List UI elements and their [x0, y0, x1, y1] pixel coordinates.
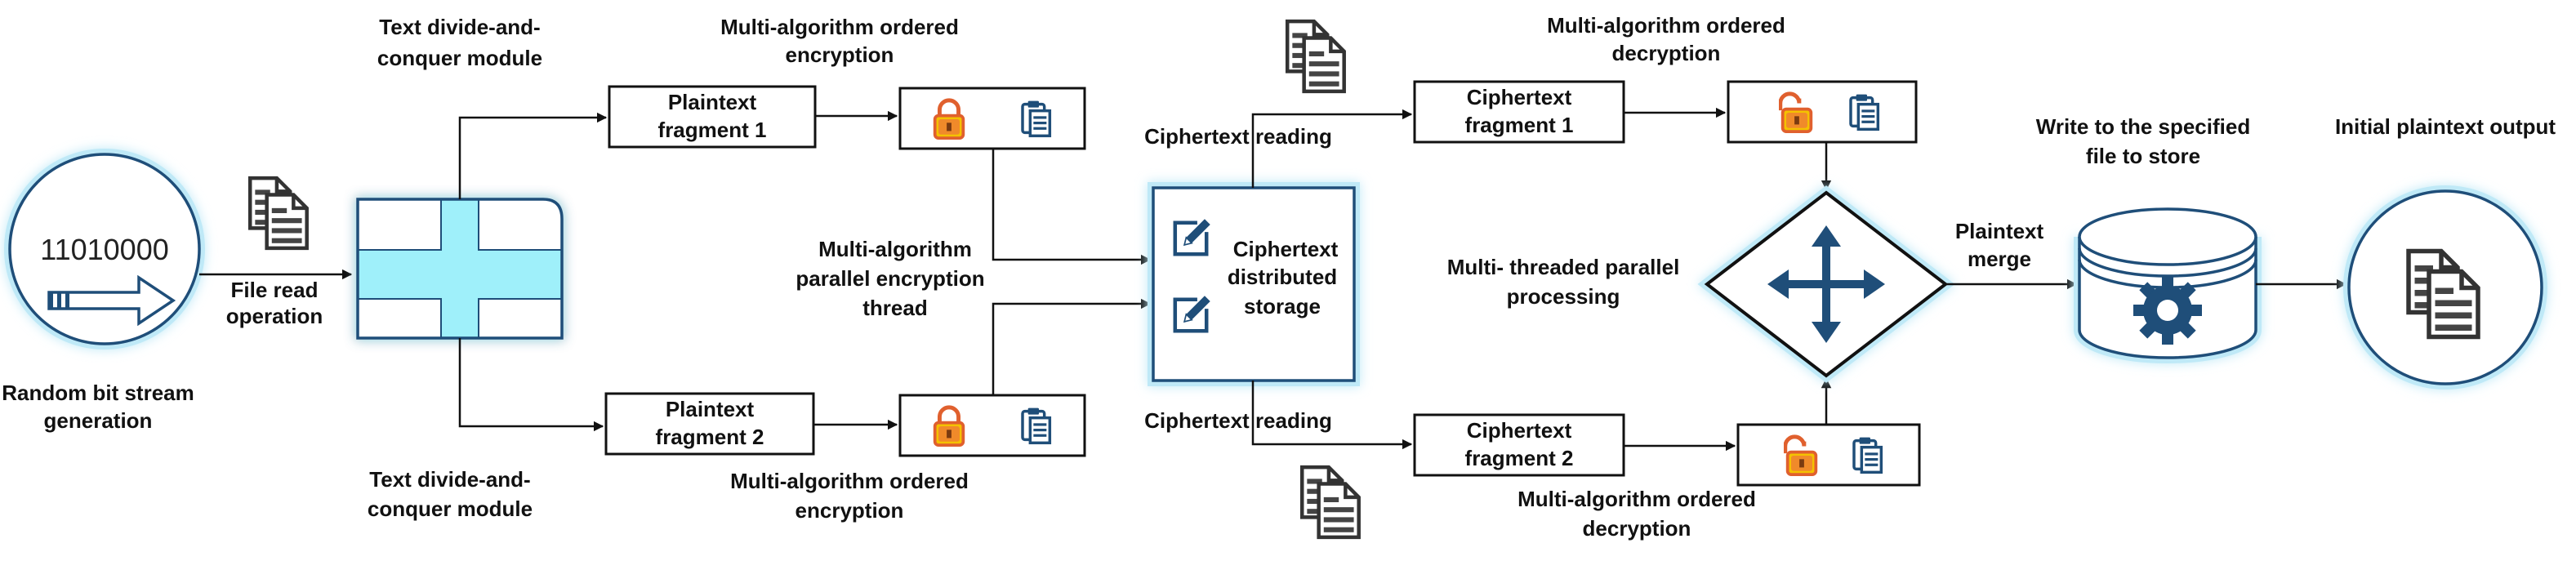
ciphertext-fragment-2-line1: Ciphertext — [1467, 418, 1572, 443]
storage-label-line3: storage — [1244, 294, 1321, 318]
write-label-line2: file to store — [2086, 144, 2200, 168]
ciphertext-storage-box: Ciphertext distributed storage — [1148, 182, 1360, 386]
arrow-divide-to-plain2 — [458, 338, 604, 432]
arrow-enc2-to-storage — [992, 298, 1152, 395]
reading-top-label: Ciphertext reading — [1144, 124, 1332, 149]
merge-label-line1: Plaintext — [1955, 219, 2044, 243]
clipboard-icon — [1849, 92, 1880, 131]
encryption-bottom-label-line2: encryption — [796, 498, 904, 523]
encryption-thread-label-line2: parallel encryption — [796, 266, 984, 291]
gear-icon — [2133, 276, 2202, 345]
arrow-divide-to-plain1 — [458, 112, 608, 199]
plaintext-fragment-2-line2: fragment 2 — [656, 425, 764, 449]
plaintext-fragment-1-line2: fragment 1 — [658, 118, 767, 142]
clipboard-icon — [1021, 99, 1052, 138]
ciphertext-fragment-2-line2: fragment 2 — [1465, 446, 1574, 470]
plaintext-fragment-2-line1: Plaintext — [666, 397, 755, 421]
file-read-label-line1: File read — [231, 278, 319, 302]
bit-stream-value: 11010000 — [40, 233, 169, 266]
ciphertext-fragment-1-line2: fragment 1 — [1465, 113, 1574, 137]
documents-icon — [1302, 467, 1358, 537]
parallel-label-line2: processing — [1507, 284, 1620, 309]
source-label-line1: Random bit stream — [2, 381, 194, 405]
plaintext-fragment-1-box: Plaintext fragment 1 — [608, 85, 817, 149]
decryption-box-1 — [1727, 80, 1918, 144]
storage-label-line2: distributed — [1228, 265, 1337, 289]
storage-label-line1: Ciphertext — [1233, 237, 1339, 261]
parallel-label-line1: Multi- threaded parallel — [1447, 255, 1680, 279]
decryption-bottom-label-line2: decryption — [1583, 516, 1691, 541]
documents-icon — [1287, 21, 1344, 91]
plaintext-fragment-1-line1: Plaintext — [668, 90, 757, 114]
decryption-box-2 — [1736, 423, 1921, 487]
arrow-enc1-to-storage — [992, 149, 1152, 265]
plaintext-fragment-2-box: Plaintext fragment 2 — [604, 392, 815, 456]
output-node — [2343, 185, 2547, 390]
encryption-bottom-label-line1: Multi-algorithm ordered — [730, 469, 969, 493]
divide-bottom-label-line1: Text divide-and- — [369, 467, 530, 492]
encryption-thread-label-line3: thread — [862, 296, 927, 320]
arrow-storage-to-cipher2 — [1251, 381, 1413, 450]
parallel-processing-node — [1697, 185, 1955, 383]
arrow-right-icon — [47, 274, 176, 327]
decryption-bottom-label-line1: Multi-algorithm ordered — [1518, 487, 1756, 511]
arrow-storage-to-cipher1 — [1251, 109, 1413, 188]
divide-bottom-label-line2: conquer module — [368, 496, 533, 521]
encryption-top-label-line2: encryption — [786, 42, 894, 67]
reading-bottom-label: Ciphertext reading — [1144, 408, 1332, 433]
ciphertext-fragment-1-line1: Ciphertext — [1467, 85, 1572, 109]
encryption-top-label-line1: Multi-algorithm ordered — [720, 15, 959, 39]
file-read-label-line2: operation — [226, 304, 323, 328]
divide-top-label-line1: Text divide-and- — [379, 15, 540, 39]
clipboard-icon — [1021, 406, 1052, 445]
database-icon — [2074, 207, 2262, 363]
encryption-box-2 — [898, 394, 1086, 457]
merge-label-line2: merge — [1968, 247, 2031, 271]
clipboard-icon — [1852, 435, 1883, 474]
write-label-line1: Write to the specified — [2036, 114, 2250, 139]
decryption-top-label-line2: decryption — [1612, 41, 1721, 65]
ciphertext-fragment-2-box: Ciphertext fragment 2 — [1413, 413, 1625, 477]
move-arrows-icon — [1767, 225, 1885, 343]
decryption-top-label-line1: Multi-algorithm ordered — [1547, 13, 1785, 38]
source-node: 11010000 — [4, 149, 205, 350]
output-label: Initial plaintext output — [2335, 114, 2556, 139]
source-label-line2: generation — [44, 408, 153, 433]
divide-top-label-line2: conquer module — [377, 46, 542, 70]
ciphertext-fragment-1-box: Ciphertext fragment 1 — [1413, 80, 1625, 144]
encryption-box-1 — [898, 87, 1086, 150]
documents-icon — [250, 178, 306, 248]
encryption-thread-label-line1: Multi-algorithm — [818, 237, 972, 261]
